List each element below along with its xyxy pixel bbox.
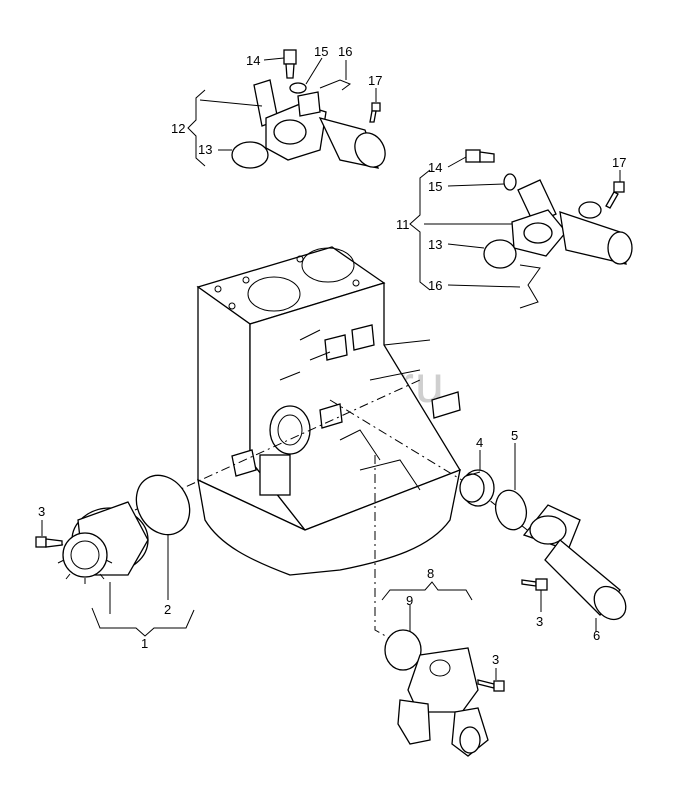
o-ring-9 [384,629,422,671]
bolt-17b [605,181,625,209]
gasket-13b [483,239,517,269]
bolt-3-housing [477,679,505,692]
assembly-line-housing [374,455,411,651]
callout-13-right: 13 [428,237,442,252]
callout-6: 6 [593,628,600,643]
seal-15b [503,173,517,191]
callout-2: 2 [164,602,171,617]
callout-15-upper: 15 [314,44,328,59]
callout-12: 12 [171,121,185,136]
callout-4: 4 [476,435,483,450]
o-ring-5 [494,489,528,531]
bolt-17a [369,102,381,123]
clip-16a [319,79,352,91]
o-ring-2 [135,474,191,536]
callout-16-right: 16 [428,278,442,293]
coolant-flange-12 [253,79,386,169]
callout-1: 1 [141,636,148,651]
bolt-3-pump [35,536,63,548]
seal-15a [289,82,307,94]
callout-11: 11 [396,217,410,232]
temp-sender-14a [283,49,297,79]
callout-14-right: 14 [428,160,442,175]
callout-5: 5 [511,428,518,443]
gasket-13a [231,141,269,169]
callout-15-right: 15 [428,179,442,194]
connecting-piece-6 [522,504,627,621]
thermostat-4 [459,469,495,507]
water-pump [57,501,149,584]
coolant-housing-8 [397,647,489,757]
coolant-flange-11 [511,179,633,309]
leader-lines [41,57,621,680]
bolt-3-connector [521,578,548,591]
callout-14-upper: 14 [246,53,260,68]
callout-13-upper: 13 [198,142,212,157]
callout-3-connector: 3 [536,614,543,629]
temp-sender-14b [465,149,495,163]
callout-17-upper: 17 [368,73,382,88]
engine-block [196,246,461,576]
callout-3-pump: 3 [38,504,45,519]
callout-16-upper: 16 [338,44,352,59]
callout-17-right: 17 [612,155,626,170]
callout-9: 9 [406,593,413,608]
callout-3-housing: 3 [492,652,499,667]
callout-8: 8 [427,566,434,581]
